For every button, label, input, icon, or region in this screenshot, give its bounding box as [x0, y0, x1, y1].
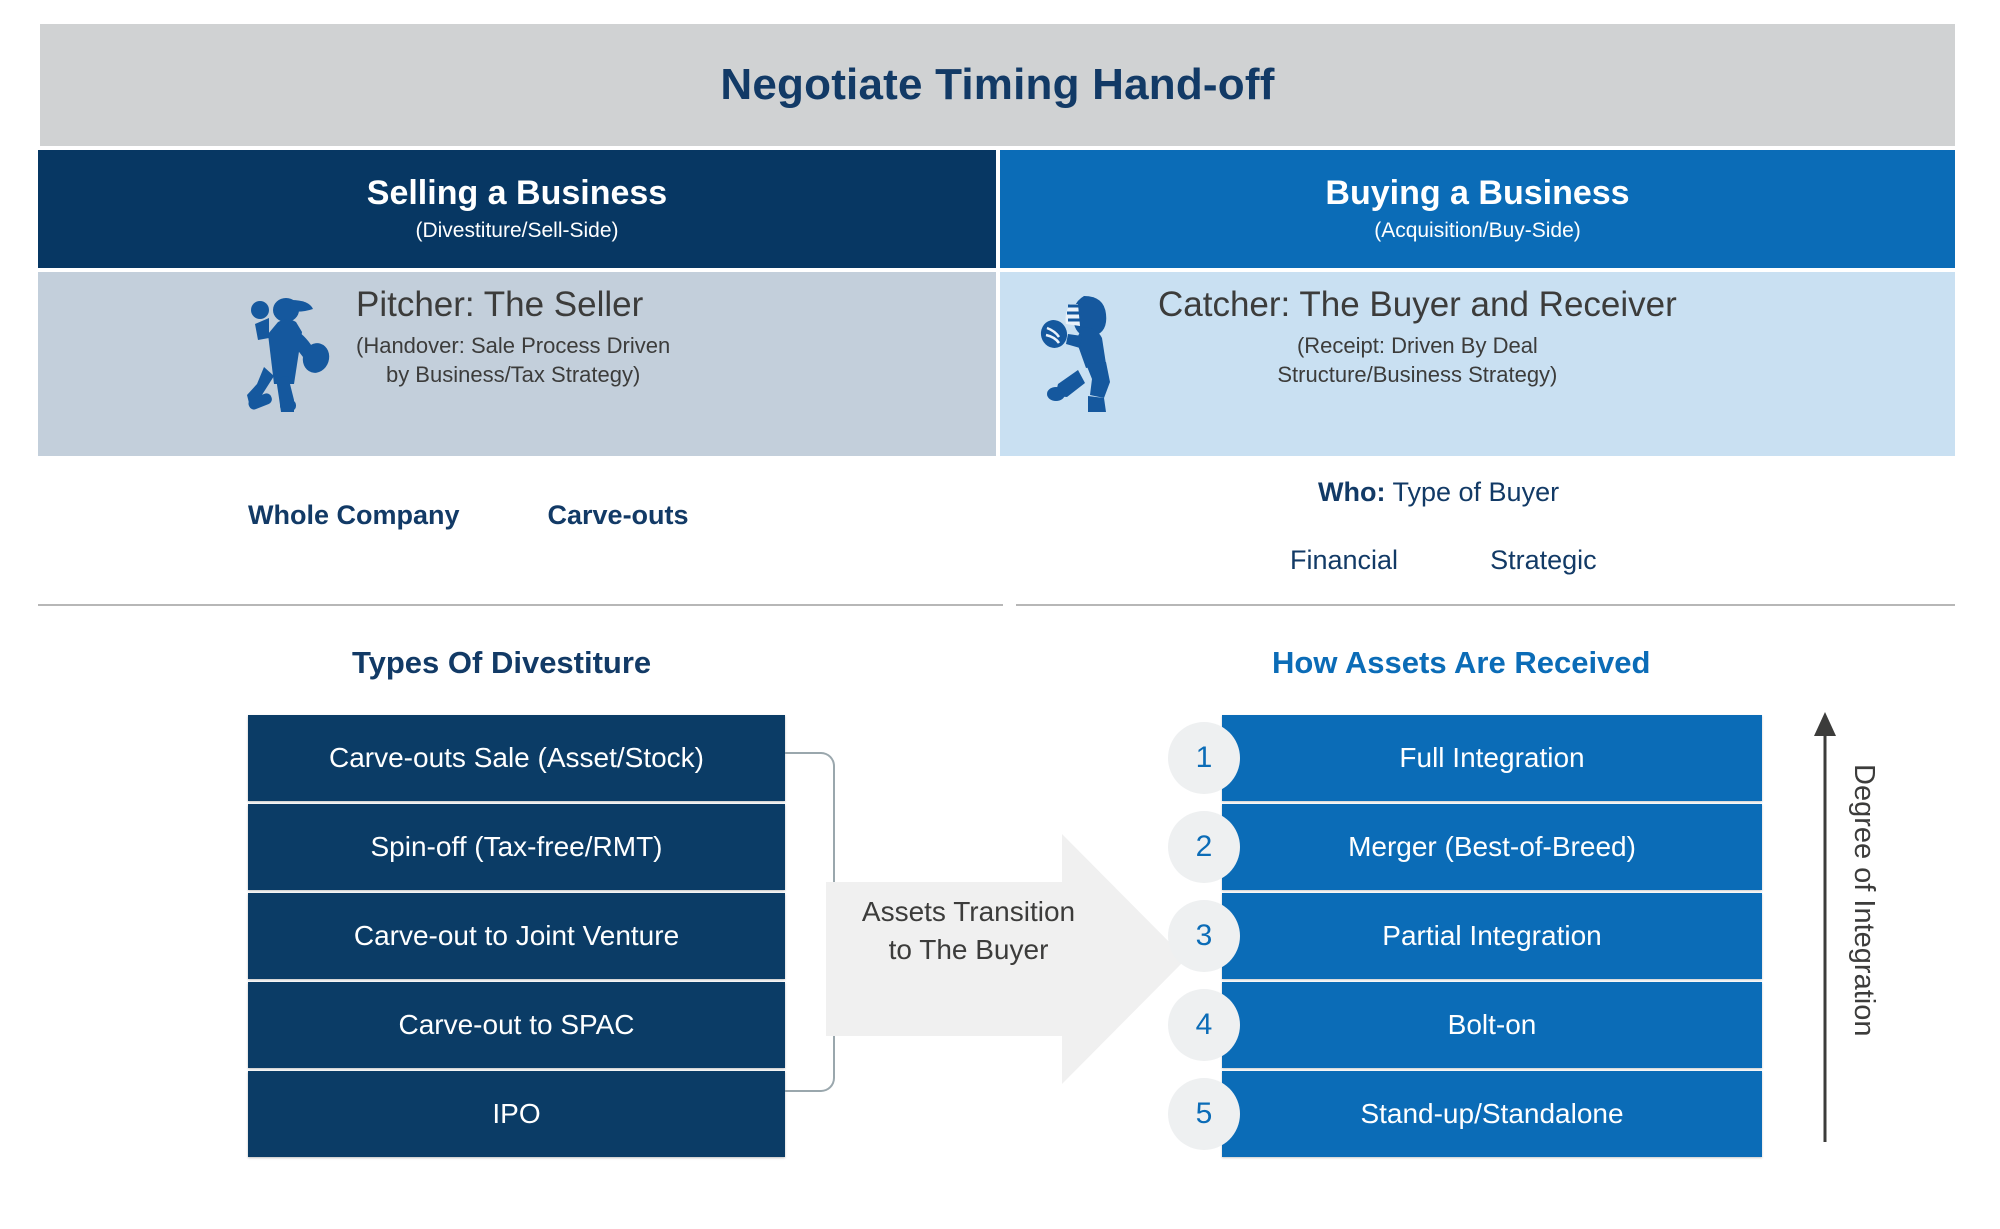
assets-row-5[interactable]: Stand-up/Standalone 5 — [1168, 1071, 1762, 1157]
assets-row-1[interactable]: Full Integration 1 — [1168, 715, 1762, 801]
section-heading-types-of-divestiture: Types Of Divestiture — [352, 645, 652, 680]
degree-of-integration-arrow-icon — [1812, 712, 1838, 1142]
who-bold-label: Who: — [1318, 477, 1386, 507]
header-selling-a-business: Selling a Business (Divestiture/Sell-Sid… — [38, 150, 996, 268]
divestiture-bar-2[interactable]: Spin-off (Tax-free/RMT) — [248, 804, 785, 890]
assets-transition-label: Assets Transition to The Buyer — [846, 893, 1091, 969]
assets-transition-arrow-icon — [826, 834, 1186, 1084]
buyer-type-financial: Financial — [1290, 545, 1399, 575]
catcher-sub-line1: (Receipt: Driven By Deal — [1296, 332, 1538, 358]
divestiture-type-list: Carve-outs Sale (Asset/Stock) Spin-off (… — [248, 715, 785, 1160]
divestiture-bar-4[interactable]: Carve-out to SPAC — [248, 982, 785, 1068]
assets-number-3: 3 — [1168, 900, 1240, 972]
sell-scope-labels: Whole Company Carve-outs — [248, 500, 689, 531]
assets-row-4[interactable]: Bolt-on 4 — [1168, 982, 1762, 1068]
degree-of-integration-label: Degree of Integration — [1848, 764, 1880, 1037]
divider-left — [38, 604, 1003, 606]
assets-bar-1[interactable]: Full Integration — [1222, 715, 1762, 801]
buyer-type-strategic: Strategic — [1490, 545, 1597, 575]
header-buying-a-business: Buying a Business (Acquisition/Buy-Side) — [1000, 150, 1955, 268]
section-heading-how-assets-are-received: How Assets Are Received — [1272, 645, 1651, 680]
divestiture-bar-1[interactable]: Carve-outs Sale (Asset/Stock) — [248, 715, 785, 801]
assets-bar-5[interactable]: Stand-up/Standalone — [1222, 1071, 1762, 1157]
diagram-title-band: Negotiate Timing Hand-off — [40, 24, 1955, 146]
scope-whole-company: Whole Company — [248, 500, 460, 530]
assets-number-2: 2 — [1168, 811, 1240, 883]
page-title: Negotiate Timing Hand-off — [720, 60, 1275, 109]
role-panel-catcher: Catcher: The Buyer and Receiver (Receipt… — [1000, 272, 1955, 456]
selling-subheading: (Divestiture/Sell-Side) — [415, 218, 619, 242]
assets-row-3[interactable]: Partial Integration 3 — [1168, 893, 1762, 979]
divestiture-bar-3[interactable]: Carve-out to Joint Venture — [248, 893, 785, 979]
buyer-type-labels: Financial Strategic — [1290, 545, 1597, 576]
role-panel-pitcher: Pitcher: The Seller (Handover: Sale Proc… — [38, 272, 996, 456]
catcher-text-block: Catcher: The Buyer and Receiver (Receipt… — [1158, 272, 1677, 390]
transition-line-1: Assets Transition — [861, 896, 1076, 927]
baseball-pitcher-icon — [238, 272, 334, 417]
assets-bar-2[interactable]: Merger (Best-of-Breed) — [1222, 804, 1762, 890]
scope-carve-outs: Carve-outs — [547, 500, 689, 530]
assets-number-4: 4 — [1168, 989, 1240, 1061]
assets-number-1: 1 — [1168, 722, 1240, 794]
assets-number-5: 5 — [1168, 1078, 1240, 1150]
who-value: Type of Buyer — [1385, 477, 1560, 507]
assets-bar-4[interactable]: Bolt-on — [1222, 982, 1762, 1068]
buyer-who-label: Who: Type of Buyer — [1318, 477, 1559, 508]
pitcher-title: Pitcher: The Seller — [356, 285, 644, 324]
pitcher-text-block: Pitcher: The Seller (Handover: Sale Proc… — [356, 272, 670, 390]
divestiture-bar-5[interactable]: IPO — [248, 1071, 785, 1157]
pitcher-sub-line1: (Handover: Sale Process Driven — [356, 332, 671, 358]
assets-received-list: Full Integration 1 Merger (Best-of-Breed… — [1168, 715, 1762, 1160]
catcher-sub-line2: Structure/Business Strategy) — [1277, 362, 1558, 388]
pitcher-sub-line2: by Business/Tax Strategy) — [385, 362, 641, 388]
selling-heading: Selling a Business — [366, 174, 668, 213]
divider-right — [1016, 604, 1955, 606]
baseball-catcher-icon — [1040, 272, 1136, 417]
buying-subheading: (Acquisition/Buy-Side) — [1374, 218, 1581, 242]
buying-heading: Buying a Business — [1325, 174, 1630, 213]
assets-row-2[interactable]: Merger (Best-of-Breed) 2 — [1168, 804, 1762, 890]
transition-line-2: to The Buyer — [888, 933, 1049, 965]
assets-bar-3[interactable]: Partial Integration — [1222, 893, 1762, 979]
catcher-title: Catcher: The Buyer and Receiver — [1158, 285, 1677, 324]
